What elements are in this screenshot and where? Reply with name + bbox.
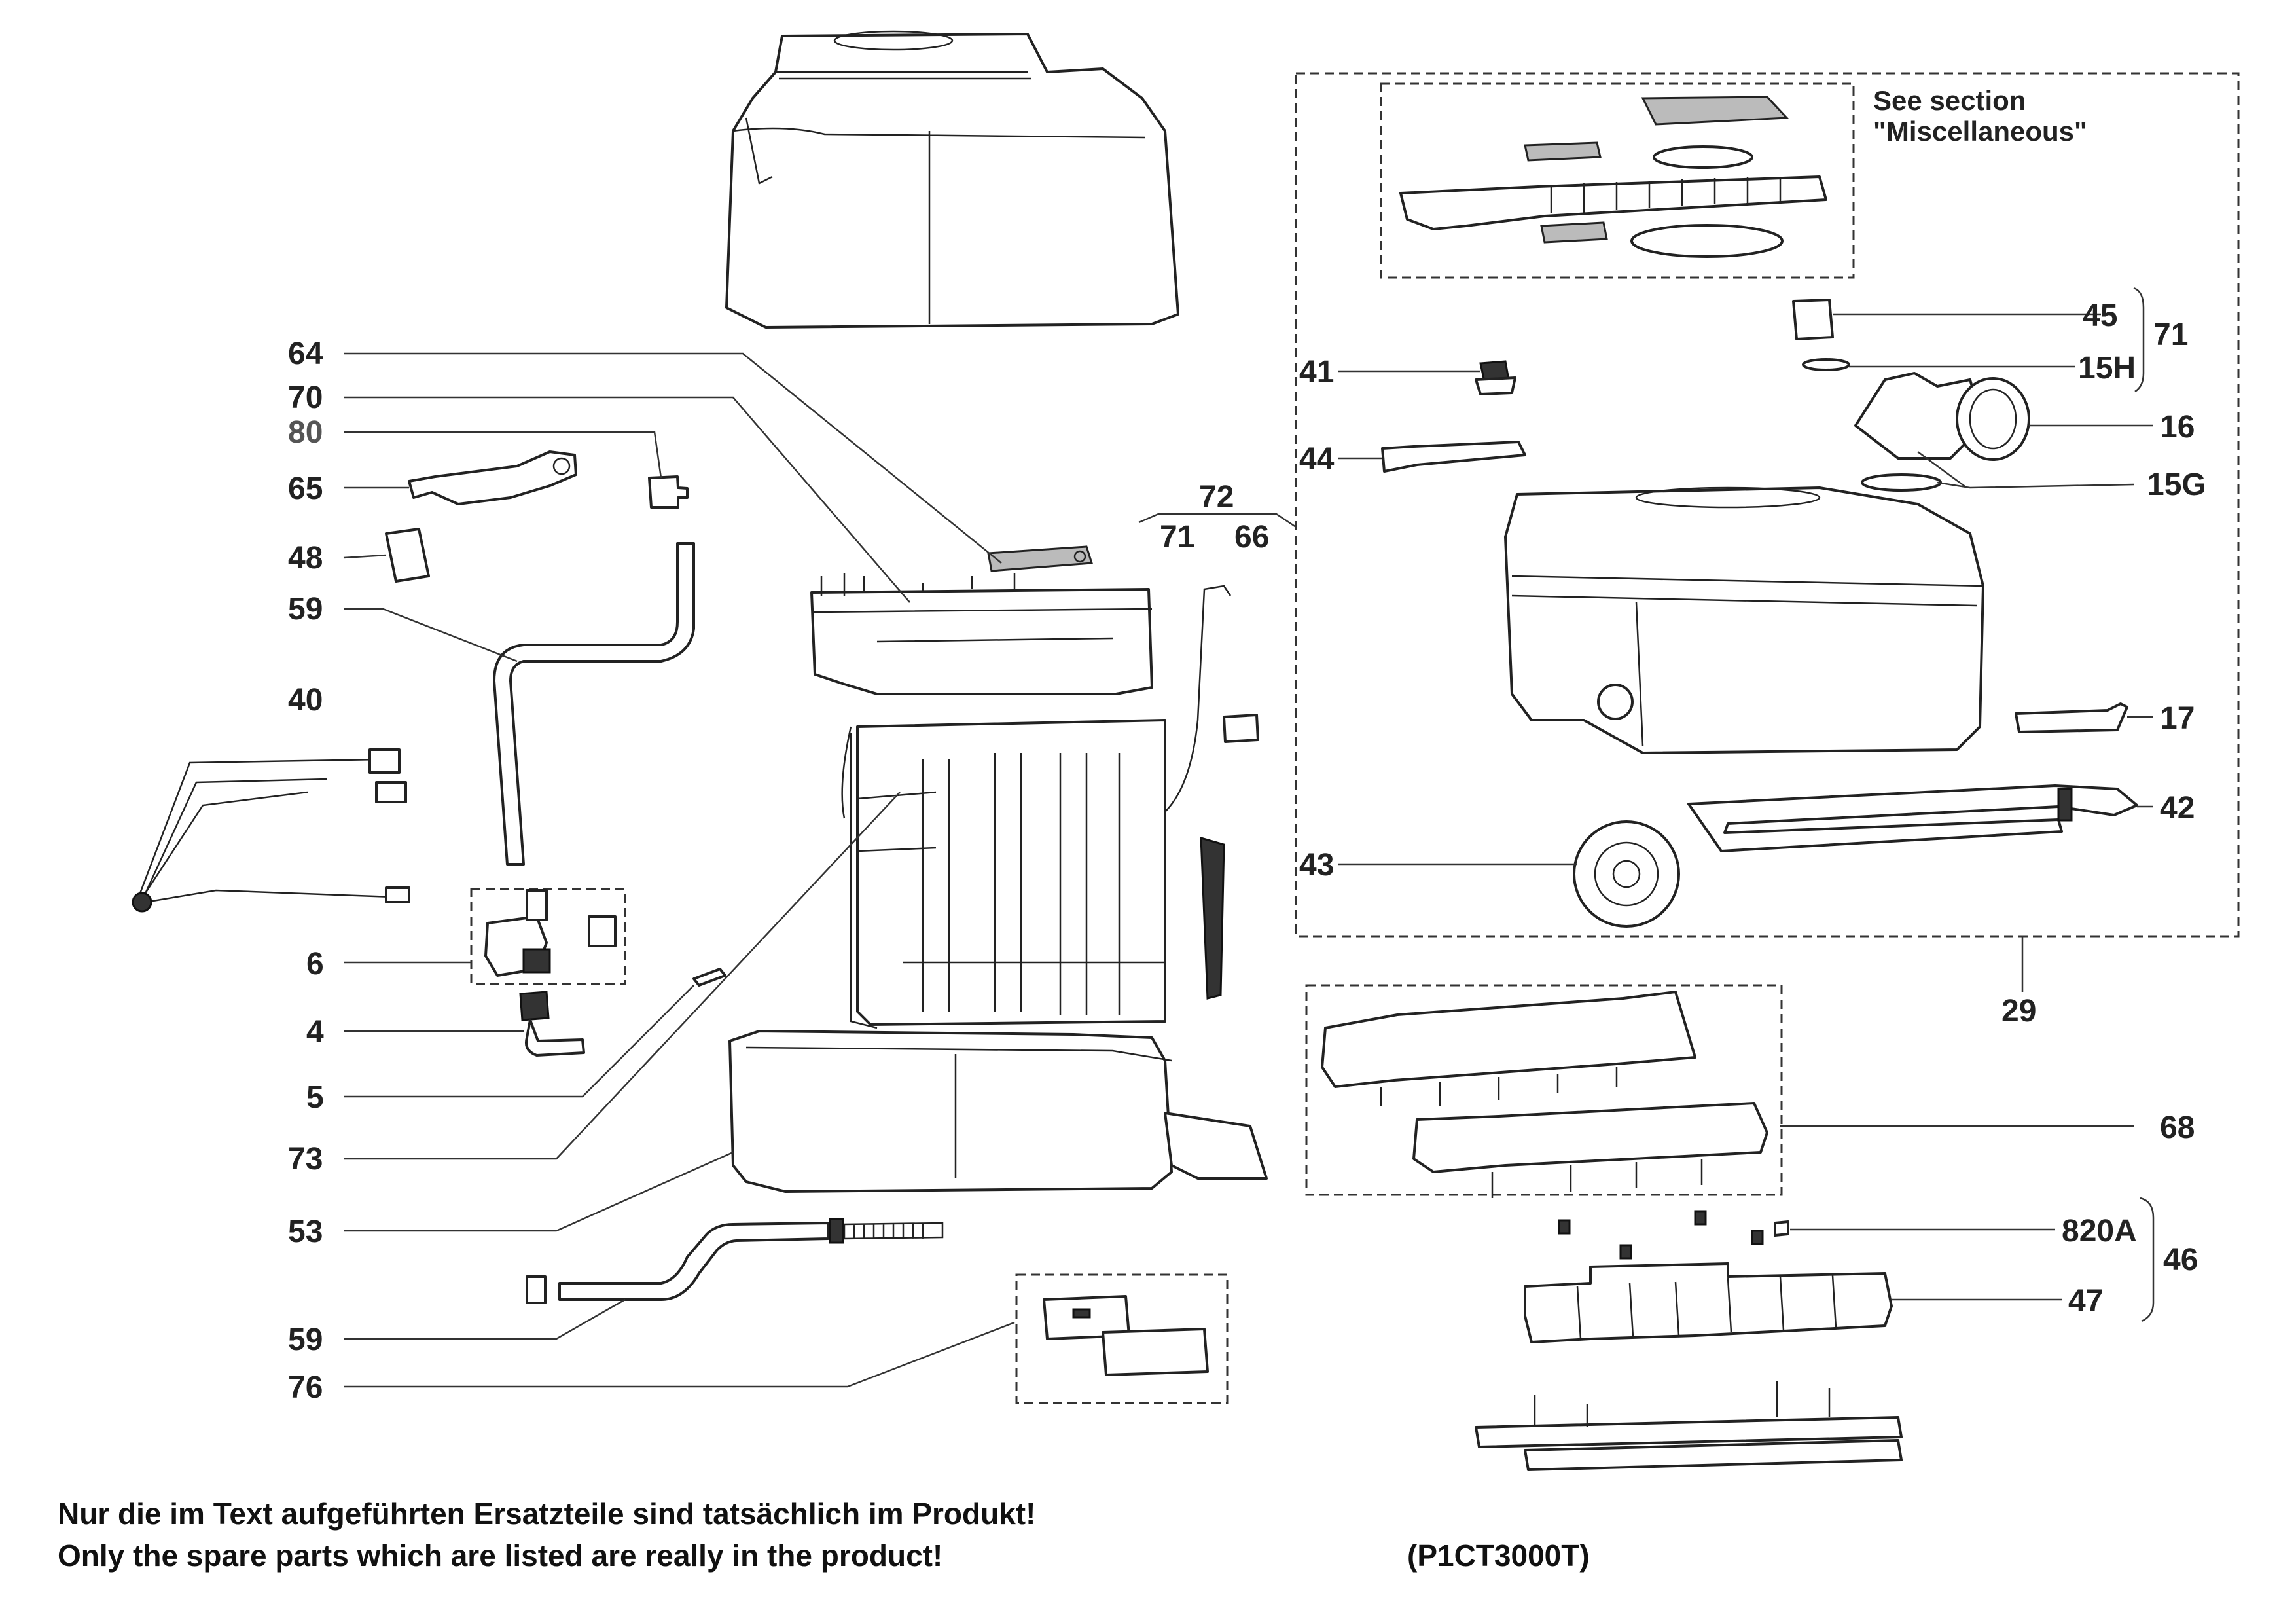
- leader-lines: [343, 287, 2155, 1388]
- part-41-knob: [1475, 360, 1516, 395]
- callout-73: 73: [288, 1142, 323, 1176]
- callout-41: 41: [1299, 355, 1334, 390]
- callout-6: 6: [306, 947, 324, 981]
- callout-40: 40: [288, 683, 323, 718]
- base-tray-part: [728, 1030, 1268, 1193]
- callout-72: 72: [1199, 480, 1234, 515]
- part-65: [408, 450, 577, 505]
- bracket-46: [2140, 1197, 2155, 1322]
- callout-53: 53: [288, 1214, 323, 1249]
- part-6-valve: [484, 889, 617, 977]
- part-4-elbow: [519, 991, 585, 1057]
- part-48: [385, 528, 430, 583]
- miscellaneous-lid-parts: [1399, 96, 1827, 258]
- callout-59-upper: 59: [288, 592, 323, 627]
- callout-71-right: 71: [2153, 318, 2188, 352]
- waste-tank-part: [1504, 486, 1984, 754]
- part-15g-seal: [1861, 473, 1942, 492]
- part-76-clips: [1043, 1295, 1209, 1376]
- leader-59b: [344, 1298, 626, 1340]
- clip-group-box: [1015, 1273, 1229, 1404]
- leader-53: [344, 1151, 734, 1232]
- callout-68: 68: [2160, 1110, 2195, 1145]
- leader-73: [344, 792, 901, 1160]
- part-5-pin: [692, 968, 726, 987]
- callout-66: 66: [1234, 520, 1269, 555]
- callout-45: 45: [2083, 299, 2117, 333]
- callout-44: 44: [1299, 442, 1335, 477]
- leader-48: [343, 554, 387, 559]
- footer: Nur die im Text aufgeführten Ersatzteile…: [58, 1497, 1590, 1573]
- part-17-bracket: [2015, 702, 2128, 733]
- part-16-nozzle: [1854, 372, 2030, 461]
- part-40-wiring: [132, 748, 410, 913]
- part-64: [987, 545, 1094, 572]
- callout-42: 42: [2160, 791, 2195, 826]
- callout-76: 76: [288, 1370, 323, 1405]
- callout-4: 4: [306, 1015, 324, 1049]
- tank-group-box: [1295, 72, 2240, 938]
- note-line-2: "Miscellaneous": [1873, 116, 2087, 147]
- leader-70: [344, 396, 910, 603]
- see-section-note: See section "Miscellaneous": [1873, 85, 2087, 147]
- callout-70: 70: [288, 380, 323, 415]
- note-line-1: See section: [1873, 85, 2026, 116]
- bottom-rails-part: [1475, 1381, 1903, 1471]
- bracket-71: [2133, 287, 2145, 393]
- callout-65: 65: [288, 471, 323, 506]
- callout-46: 46: [2163, 1243, 2198, 1277]
- footer-code: (P1CT3000T): [1407, 1539, 1590, 1573]
- leader-80: [344, 431, 662, 479]
- miscellaneous-group-box: [1380, 82, 1855, 279]
- callout-47: 47: [2068, 1284, 2103, 1319]
- leader-72-bracket: [1138, 513, 1297, 528]
- leader-5: [344, 985, 694, 1098]
- part-66-plug: [1223, 714, 1259, 743]
- part-42-handle: [1687, 784, 2138, 852]
- callout-15h: 15H: [2078, 351, 2136, 386]
- callout-15g: 15G: [2147, 467, 2206, 502]
- callout-820a: 820A: [2062, 1214, 2137, 1249]
- top-cover-part: [725, 30, 1179, 329]
- callout-80: 80: [288, 415, 323, 450]
- part-68-side-panels: [1321, 991, 1768, 1198]
- callout-5: 5: [306, 1080, 324, 1115]
- part-44-lever: [1381, 441, 1526, 473]
- leader-76: [344, 1321, 1015, 1388]
- side-panel-group-box: [1305, 984, 1783, 1196]
- callout-71-center: 71: [1160, 520, 1194, 555]
- callout-16: 16: [2160, 410, 2195, 445]
- callout-17: 17: [2160, 701, 2195, 736]
- part-59-hose-lower: [526, 1218, 944, 1304]
- callout-29: 29: [2001, 994, 2036, 1029]
- callout-59-lower: 59: [288, 1322, 323, 1357]
- part-80: [648, 475, 689, 509]
- part-45: [1792, 299, 1834, 340]
- footer-english: Only the spare parts which are listed ar…: [58, 1539, 942, 1573]
- valve-group-box: [470, 888, 626, 985]
- callout-43: 43: [1299, 848, 1334, 883]
- leader-15g-nozzle: [1917, 450, 1967, 489]
- part-43-wheel: [1573, 820, 1680, 928]
- callout-48: 48: [288, 541, 323, 575]
- central-frame-assembly: [810, 573, 1232, 1029]
- part-47-rail: [1524, 1262, 1893, 1343]
- part-59-hose-upper: [493, 542, 695, 866]
- callout-labels: 64 70 80 65 48 59 40 6 4 5 73 53 59 76 7…: [288, 299, 2206, 1405]
- leader-15g: [1937, 481, 2134, 489]
- part-820a-screws: [1558, 1210, 1789, 1260]
- callout-64: 64: [288, 337, 323, 371]
- footer-german: Nur die im Text aufgeführten Ersatzteile…: [58, 1497, 1035, 1531]
- part-15h-oring: [1802, 358, 1850, 371]
- leader-59a: [344, 608, 518, 663]
- leader-64: [344, 352, 1002, 564]
